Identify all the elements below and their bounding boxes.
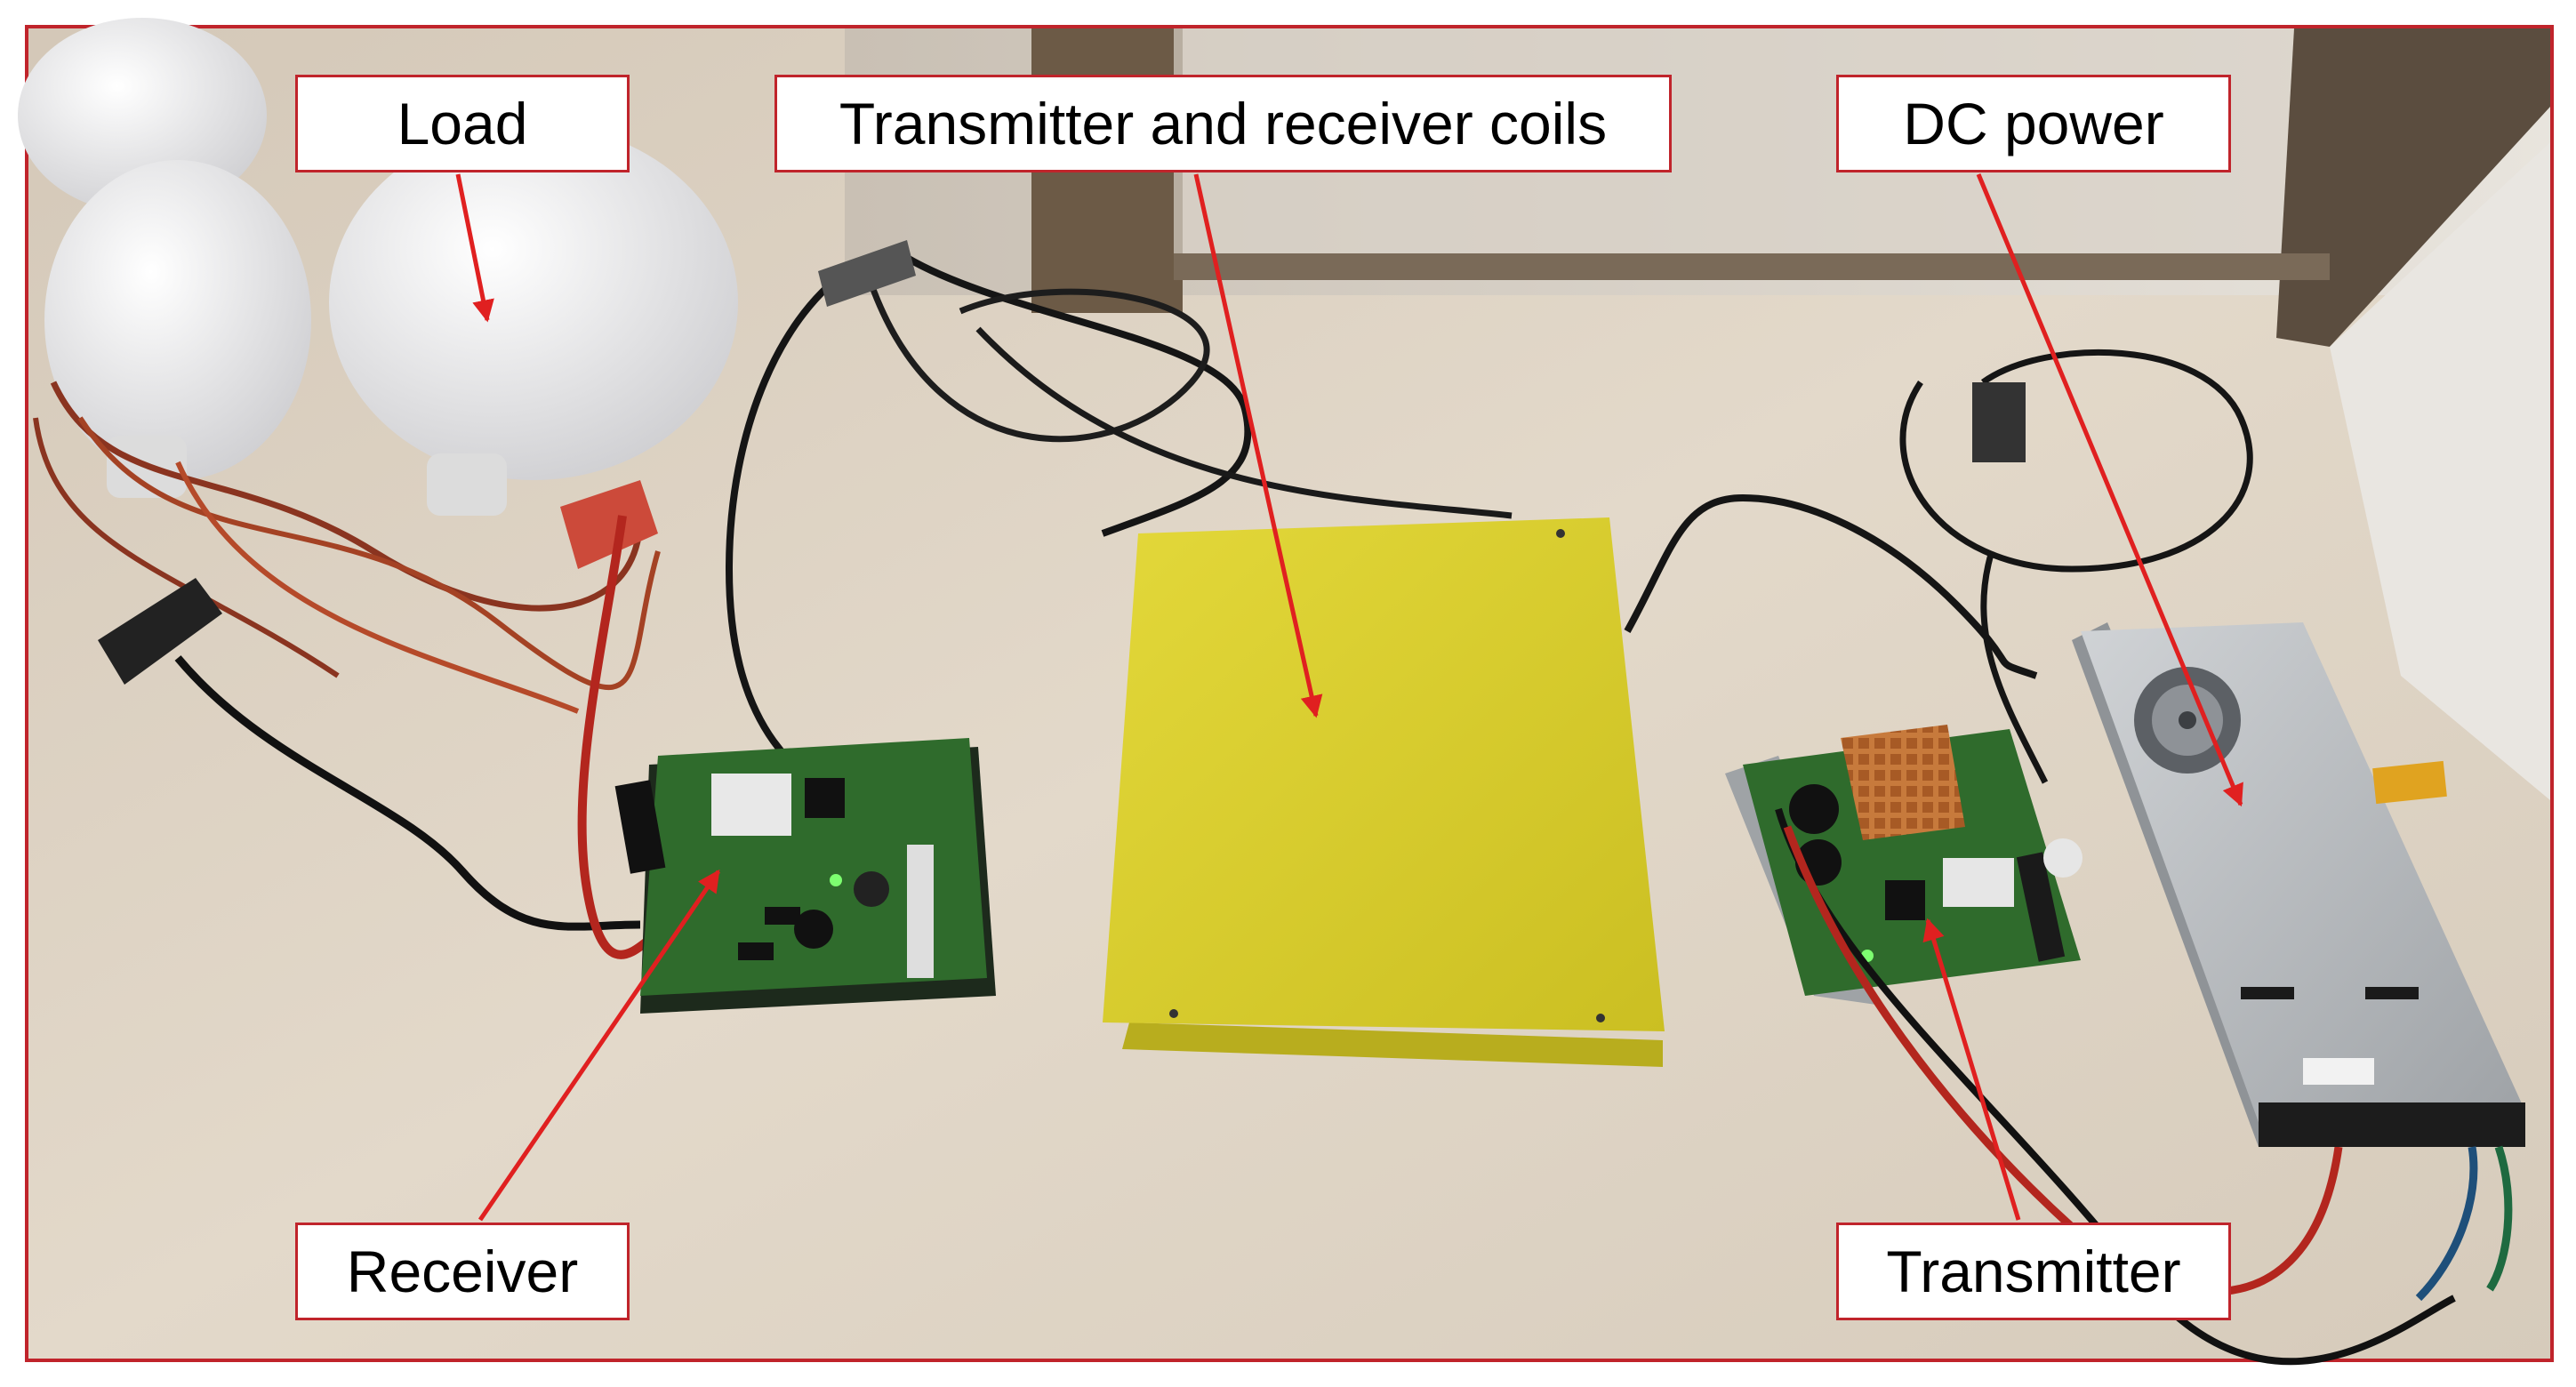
alligator-clips [98, 480, 661, 959]
receiver-label: Receiver [295, 1223, 630, 1320]
coil-plate [1103, 517, 1665, 1067]
arrow-transmitter [1922, 918, 2021, 1221]
arrow-receiver [477, 869, 721, 1222]
dc-power-label: DC power [1836, 75, 2231, 172]
arrow-dc-power [1976, 173, 2243, 807]
receiver-board [614, 738, 996, 1014]
coils-label: Transmitter and receiver coils [774, 75, 1672, 172]
connector-plug [1972, 382, 2026, 462]
load-bulbs [18, 18, 738, 714]
annotation-arrows [455, 173, 2243, 1222]
arrow-coils [1193, 173, 1323, 718]
arrow-load [455, 173, 494, 323]
dc-power-supply [2072, 622, 2525, 1302]
load-label: Load [295, 75, 630, 172]
transmitter-label: Transmitter [1836, 1223, 2231, 1320]
